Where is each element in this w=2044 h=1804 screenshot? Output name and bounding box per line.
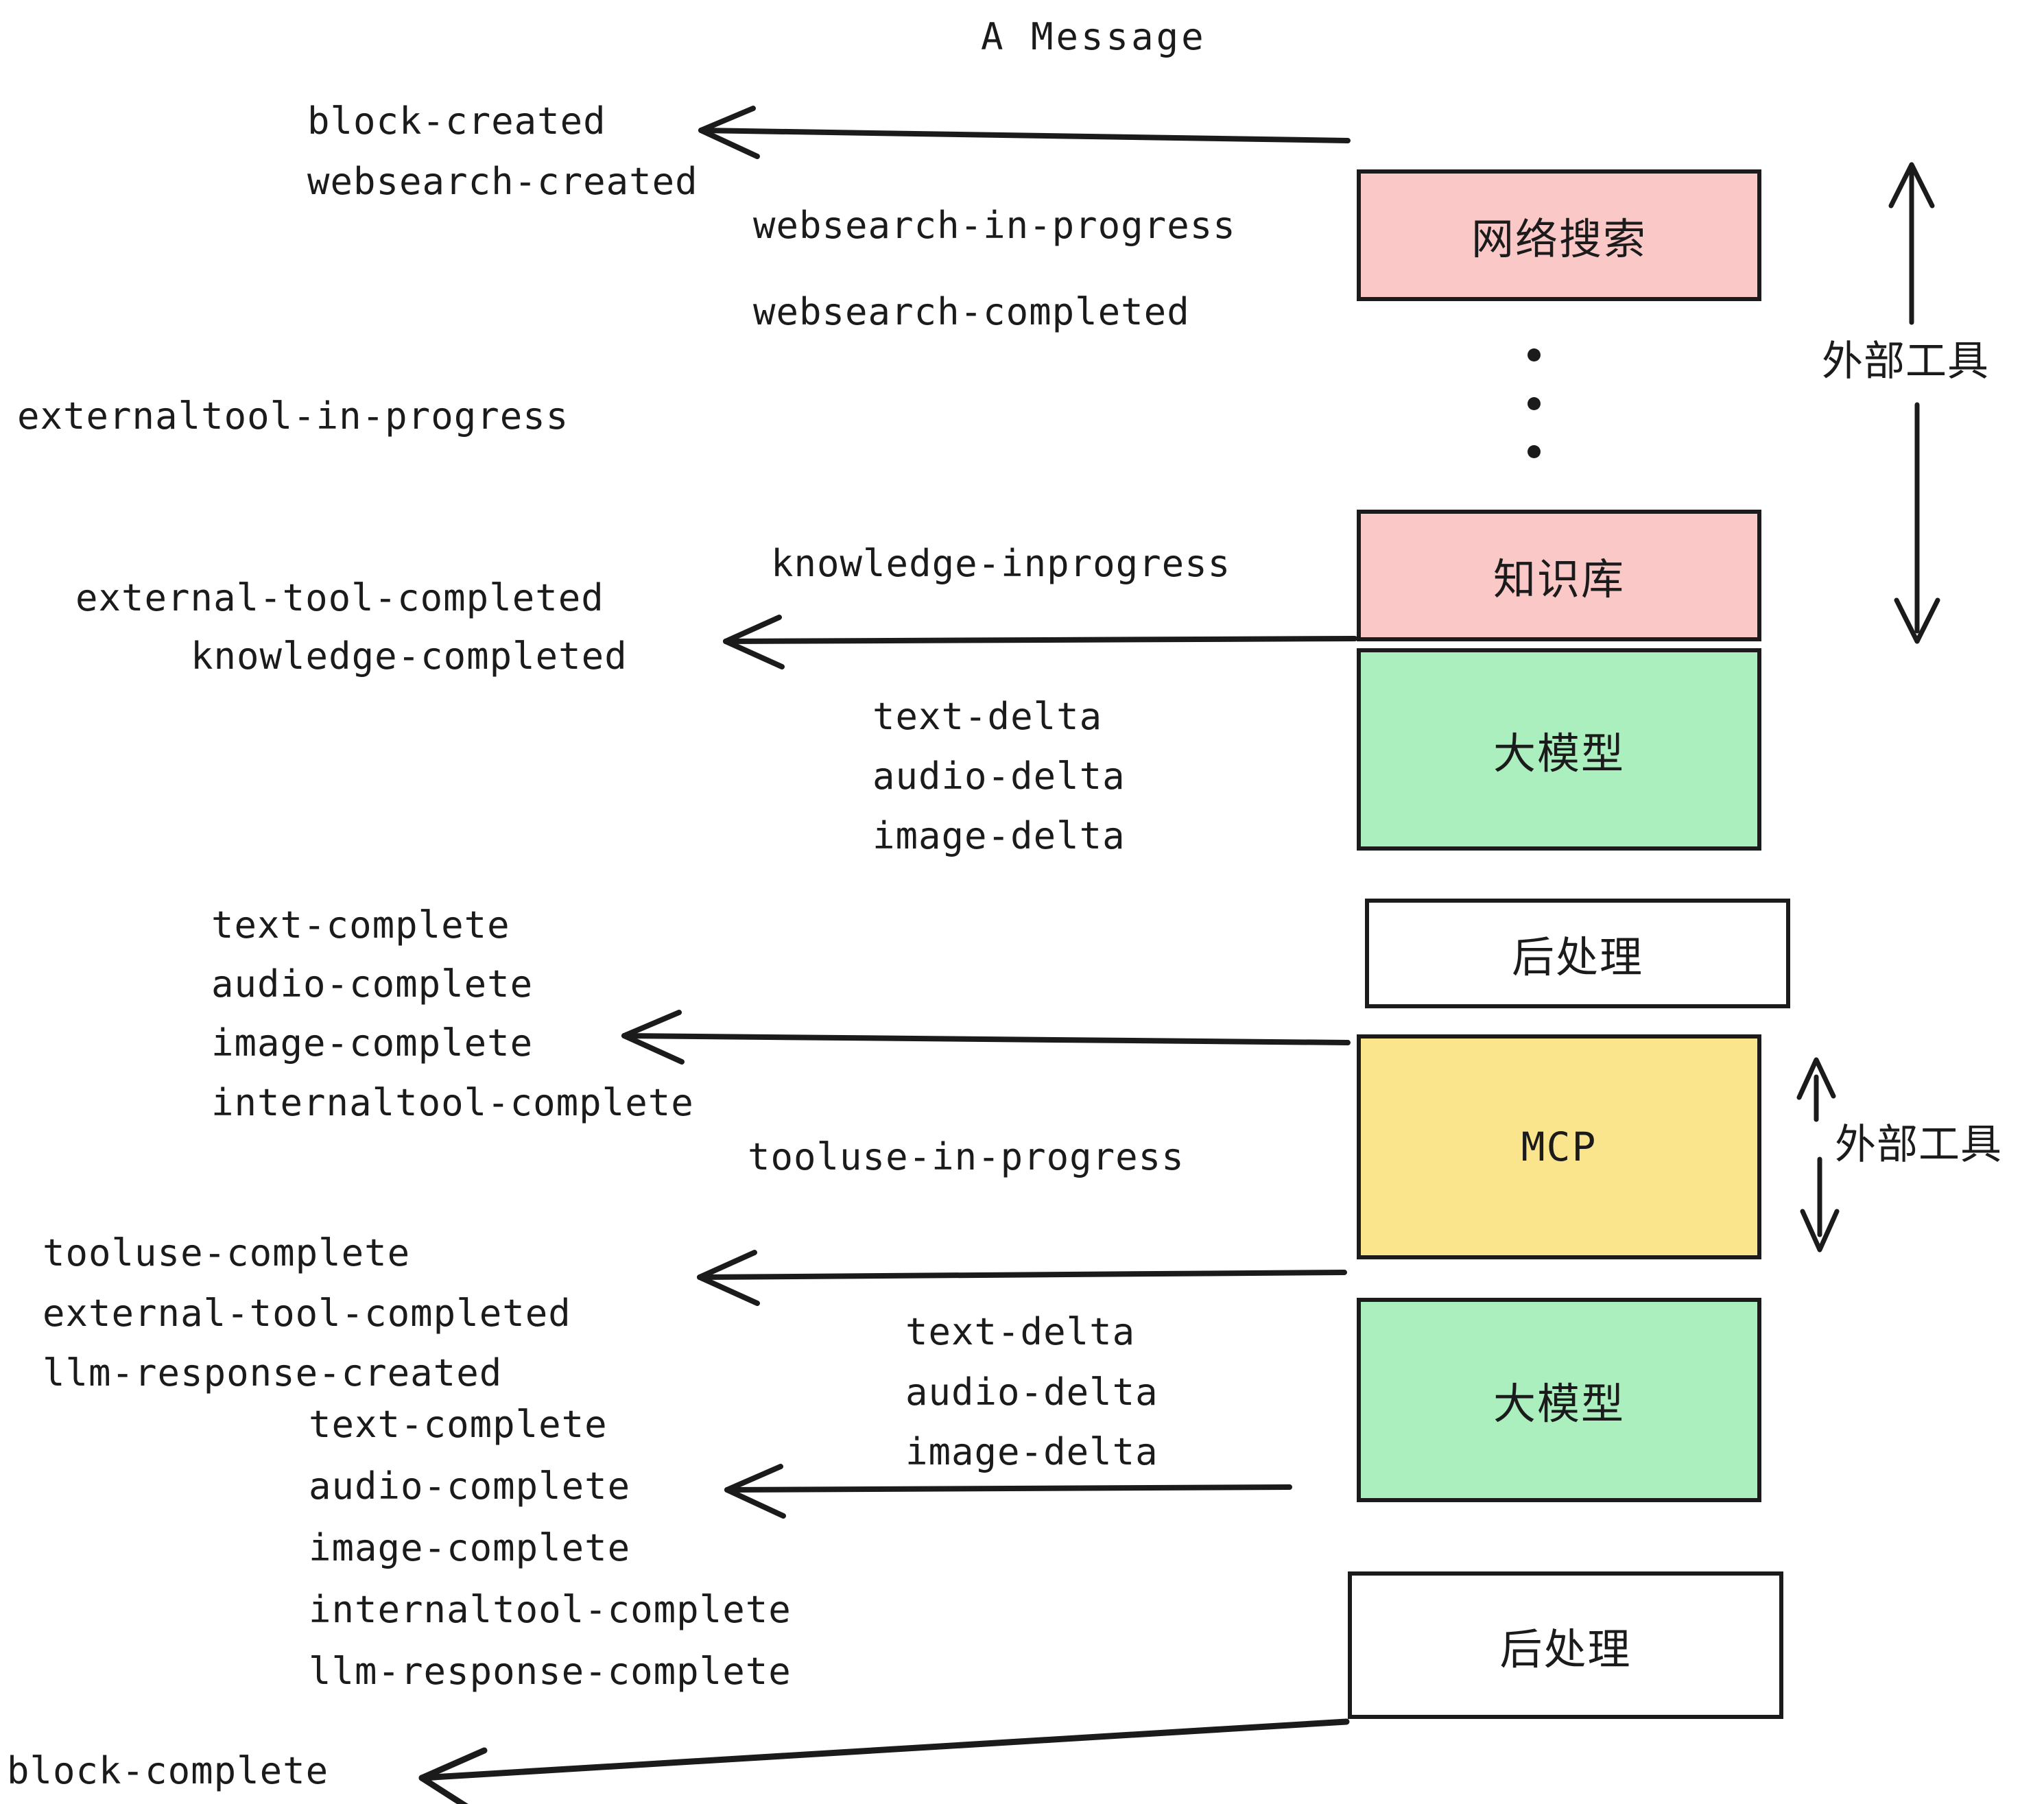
arrow-knowledge-completed bbox=[723, 615, 1357, 669]
event-image-delta-second: image-delta bbox=[905, 1430, 1158, 1473]
event-internaltool-complete-second: internaltool-complete bbox=[309, 1588, 792, 1631]
node-postprocess-second-label: 后处理 bbox=[1499, 1624, 1632, 1674]
node-knowledge[interactable]: 知识库 bbox=[1357, 510, 1761, 641]
event-text-complete-first: text-complete bbox=[211, 903, 510, 947]
event-block-created: block-created bbox=[307, 99, 606, 143]
event-internaltool-complete-first: internaltool-complete bbox=[211, 1081, 694, 1124]
event-text-complete-second: text-complete bbox=[309, 1403, 608, 1446]
event-audio-complete-first: audio-complete bbox=[211, 962, 534, 1006]
event-image-complete-second: image-complete bbox=[309, 1526, 631, 1569]
node-llm-first-label: 大模型 bbox=[1493, 728, 1625, 779]
event-tooluse-complete: tooluse-complete bbox=[43, 1231, 411, 1274]
event-externaltool-in-progress: externaltool-in-progress bbox=[17, 394, 569, 438]
node-postprocess-first[interactable]: 后处理 bbox=[1365, 899, 1790, 1008]
event-llm-response-created: llm-response-created bbox=[43, 1351, 503, 1394]
event-websearch-completed: websearch-completed bbox=[753, 290, 1190, 333]
event-image-delta-first: image-delta bbox=[872, 814, 1126, 857]
arrow-audio-complete bbox=[724, 1464, 1292, 1519]
external-tools-span-top-arrow bbox=[1888, 162, 1940, 644]
event-external-tool-completed-second: external-tool-completed bbox=[43, 1292, 571, 1335]
node-mcp-label: MCP bbox=[1521, 1124, 1597, 1170]
node-knowledge-label: 知识库 bbox=[1493, 554, 1625, 604]
event-websearch-in-progress: websearch-in-progress bbox=[753, 204, 1236, 247]
diagram-title: A Message bbox=[981, 15, 1207, 58]
event-audio-complete-second: audio-complete bbox=[309, 1464, 631, 1508]
event-text-delta-second: text-delta bbox=[905, 1310, 1136, 1353]
node-llm-second[interactable]: 大模型 bbox=[1357, 1298, 1761, 1502]
node-websearch[interactable]: 网络搜索 bbox=[1357, 169, 1761, 301]
arrow-tooluse-complete bbox=[697, 1250, 1347, 1306]
arrow-block-created bbox=[698, 106, 1351, 159]
event-image-complete-first: image-complete bbox=[211, 1021, 534, 1065]
event-external-tool-completed-first: external-tool-completed bbox=[75, 576, 604, 619]
external-tools-label-bottom: 外部工具 bbox=[1835, 1121, 2002, 1169]
arrow-image-complete bbox=[621, 1010, 1351, 1065]
event-block-complete: block-complete bbox=[7, 1749, 329, 1792]
node-llm-first[interactable]: 大模型 bbox=[1357, 648, 1761, 851]
node-websearch-label: 网络搜索 bbox=[1471, 214, 1647, 264]
external-tools-label-top: 外部工具 bbox=[1822, 337, 1989, 385]
event-text-delta-first: text-delta bbox=[872, 695, 1103, 738]
event-websearch-created: websearch-created bbox=[307, 160, 698, 203]
event-audio-delta-second: audio-delta bbox=[905, 1370, 1158, 1414]
event-tooluse-in-progress: tooluse-in-progress bbox=[748, 1135, 1185, 1178]
event-audio-delta-first: audio-delta bbox=[872, 755, 1126, 798]
external-tools-span-bottom-arrow bbox=[1796, 1057, 1840, 1253]
event-llm-response-complete: llm-response-complete bbox=[309, 1650, 792, 1693]
arrow-block-complete bbox=[418, 1718, 1350, 1804]
node-mcp[interactable]: MCP bbox=[1357, 1034, 1761, 1259]
vertical-ellipsis-icon bbox=[1527, 348, 1541, 458]
node-postprocess-second[interactable]: 后处理 bbox=[1348, 1571, 1783, 1719]
event-knowledge-completed: knowledge-completed bbox=[191, 634, 628, 678]
node-postprocess-first-label: 后处理 bbox=[1511, 932, 1643, 982]
event-knowledge-inprogress: knowledge-inprogress bbox=[771, 542, 1231, 585]
node-llm-second-label: 大模型 bbox=[1493, 1379, 1625, 1429]
